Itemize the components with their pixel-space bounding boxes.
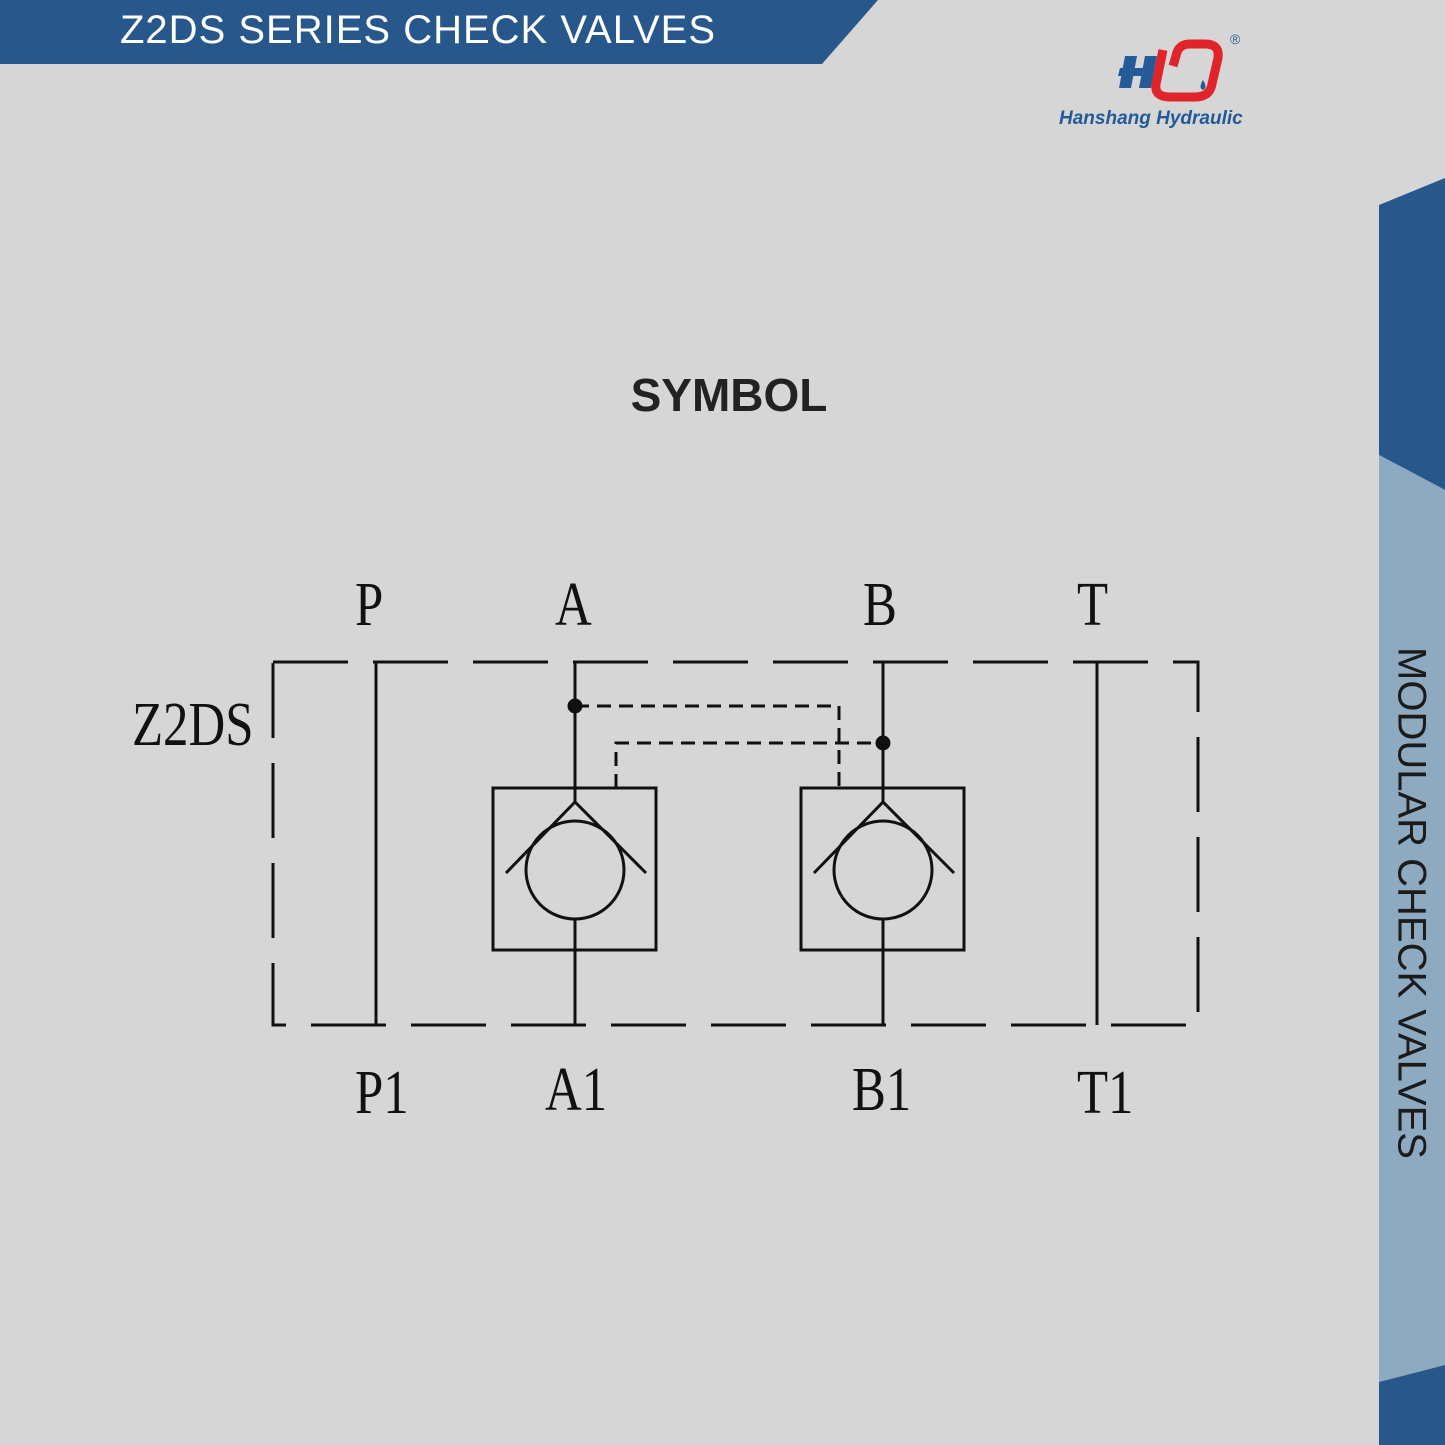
section-title: SYMBOL: [630, 369, 828, 421]
port-label-t: T: [1077, 571, 1109, 639]
registered-mark: ®: [1230, 31, 1241, 47]
symbol-diagram: [271, 660, 1200, 1027]
port-label-b1: B1: [852, 1056, 912, 1124]
port-label-t1: T1: [1077, 1059, 1134, 1127]
sidebar-text: MODULAR CHECK VALVES: [1389, 647, 1434, 1159]
junction-dot-b: [875, 735, 891, 751]
port-label-b: B: [863, 571, 897, 639]
port-label-p1: P1: [355, 1059, 409, 1127]
port-label-p: P: [355, 571, 384, 639]
sidebar-dark-top: [1379, 178, 1445, 490]
model-label: Z2DS: [132, 691, 254, 759]
pilot-line-b-to-a: [614, 741, 883, 788]
junction-dot-a: [567, 698, 583, 714]
check-ball-b: [832, 819, 934, 921]
brand-logo: ®: [1118, 31, 1241, 102]
check-seat-a: [504, 799, 648, 875]
sidebar-light: [1379, 455, 1445, 1382]
check-ball-a: [524, 819, 626, 921]
brand-name: Hanshang Hydraulic: [1059, 108, 1243, 129]
sidebar-dark-bottom: [1379, 1365, 1445, 1445]
check-seat-b: [812, 799, 956, 875]
port-label-a: A: [555, 571, 592, 639]
port-label-a1: A1: [545, 1056, 608, 1124]
valve-body-outline: [271, 660, 1200, 1027]
header-banner: [0, 0, 878, 64]
pilot-line-a-to-b: [575, 704, 841, 788]
header-title: Z2DS SERIES CHECK VALVES: [120, 8, 717, 52]
